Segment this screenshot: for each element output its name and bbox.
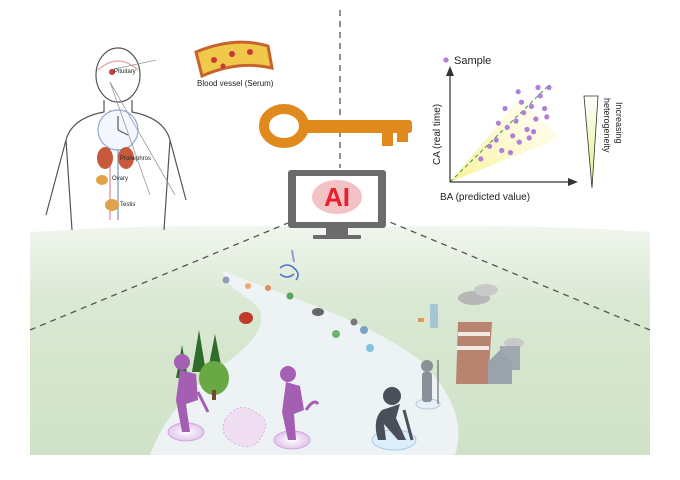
child-icon: [245, 283, 251, 289]
ovary-icon: [96, 175, 108, 185]
scatter-point: [542, 105, 548, 112]
bottle-icon: [430, 304, 438, 328]
scatter-point: [535, 84, 541, 91]
elderly-person-icon: [273, 366, 320, 450]
key-icon: [259, 104, 412, 148]
scatter-point: [495, 120, 501, 126]
elderly-person-icon: [167, 354, 210, 442]
apple-icon: [239, 312, 253, 324]
shoe-icon: [312, 308, 324, 316]
pronephros-label: Pronephros: [120, 156, 151, 162]
scatter-point: [507, 150, 514, 156]
pituitary-label: Pituitary: [114, 69, 136, 75]
scatter-point: [521, 110, 527, 116]
blood-vessel-icon: [194, 40, 274, 79]
scatter-point: [513, 118, 519, 124]
scatter-point: [493, 137, 499, 143]
scatter-point: [515, 89, 521, 95]
y-axis-arrow: [446, 66, 454, 76]
heterogeneity-label-line1: Increasing: [614, 102, 624, 144]
scatter-point: [518, 99, 525, 105]
scatter-point: [510, 133, 516, 139]
scatter-fan: [450, 98, 560, 182]
legend-sample: Sample: [454, 55, 491, 67]
elderly-person-icon: [415, 360, 441, 410]
virus-blob-icon: [222, 407, 267, 448]
x-axis-label: BA (predicted value): [440, 192, 530, 203]
x-axis-arrow: [568, 178, 578, 186]
path-road: [150, 270, 459, 455]
perspective-lines: [29, 10, 651, 331]
landscape: [30, 225, 650, 455]
blood-vessel-label: Blood vessel (Serum): [197, 79, 274, 88]
scatter-point: [524, 126, 530, 133]
scatter-point: [516, 139, 522, 145]
kidney-icon: [97, 147, 113, 169]
testis-label: Testis: [120, 202, 135, 208]
scatter-point: [502, 105, 508, 112]
scatter-point: [528, 103, 535, 109]
scatter-point: [531, 129, 537, 135]
dna-icon: [279, 264, 299, 281]
scatter-point: [546, 84, 552, 91]
scatter-point: [533, 116, 539, 122]
scatter-point: [526, 135, 532, 141]
child-icon: [265, 285, 271, 291]
heterogeneity-wedge: [583, 95, 599, 189]
walking-person-icon: [360, 326, 368, 334]
kidney-icon: [118, 147, 134, 169]
scatter-point: [537, 93, 543, 99]
cigarette-icon: [418, 318, 440, 322]
diagonal-line: [449, 85, 549, 183]
scatter-plot: Sample CA (real time) BA (predicted valu…: [432, 55, 624, 203]
scatter-point: [478, 156, 484, 162]
ai-label: AI: [324, 182, 350, 212]
ovary-label: Ovary: [112, 176, 128, 182]
monitor-icon: [288, 170, 386, 239]
factory-icon: [456, 284, 524, 384]
scatter-point: [499, 147, 505, 154]
house-icon: [488, 350, 512, 384]
elderly-person-icon: [371, 387, 417, 451]
legend-marker: [443, 57, 449, 63]
walking-person-icon: [350, 318, 358, 326]
heterogeneity-label-line2: heterogeneity: [602, 98, 612, 153]
testis-icon: [105, 199, 119, 211]
scatter-point: [544, 114, 550, 120]
scatter-point: [487, 143, 493, 149]
y-axis-label: CA (real time): [432, 104, 443, 165]
test-tube-icon: [291, 249, 295, 263]
body-silhouette-icon: [45, 47, 187, 231]
walking-person-icon: [332, 330, 340, 338]
scatter-point: [504, 124, 510, 130]
pituitary-dot: [109, 69, 115, 75]
walking-person-icon: [286, 292, 294, 300]
walking-person-icon: [366, 344, 374, 352]
child-icon: [222, 276, 230, 284]
